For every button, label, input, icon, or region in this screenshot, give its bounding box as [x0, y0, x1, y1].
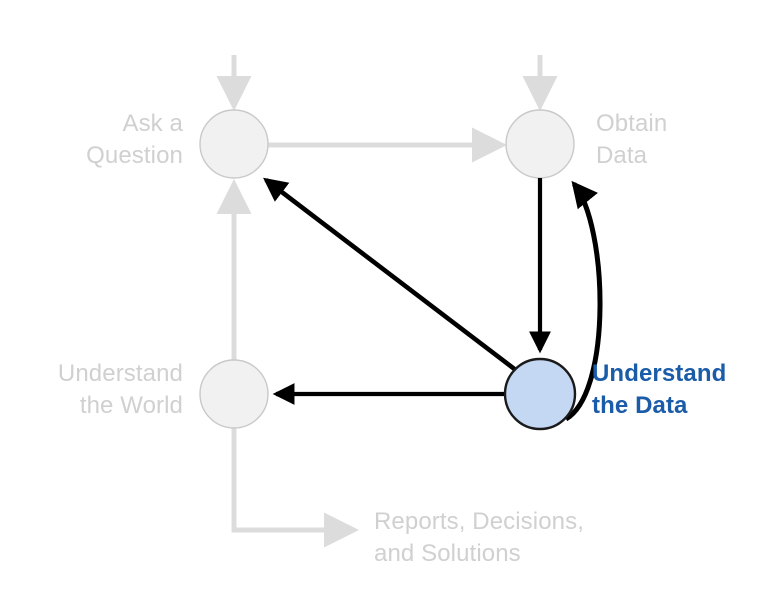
node-ask-a-question[interactable]: [199, 109, 269, 179]
edge-data-to-ask: [263, 177, 519, 373]
node-label-understand-the-data: Understand the Data: [592, 360, 727, 419]
active-edge-group: [263, 177, 603, 422]
node-understand-the-world[interactable]: [199, 359, 269, 429]
node-label-ask-a-question: Ask a Question: [86, 110, 183, 169]
edge-world-to-reports: [231, 428, 360, 548]
node-label-reports-decisions-solutions: Reports, Decisions, and Solutions: [374, 508, 584, 567]
edge-data-to-obtain-curve: [564, 180, 603, 422]
node-group: [199, 109, 575, 429]
dim-edge-group: [216, 55, 558, 548]
node-understand-the-data[interactable]: [503, 357, 577, 431]
node-label-understand-the-world: Understand the World: [57, 360, 183, 419]
node-label-obtain-data: Obtain Data: [596, 110, 668, 169]
node-obtain-data[interactable]: [505, 109, 575, 179]
